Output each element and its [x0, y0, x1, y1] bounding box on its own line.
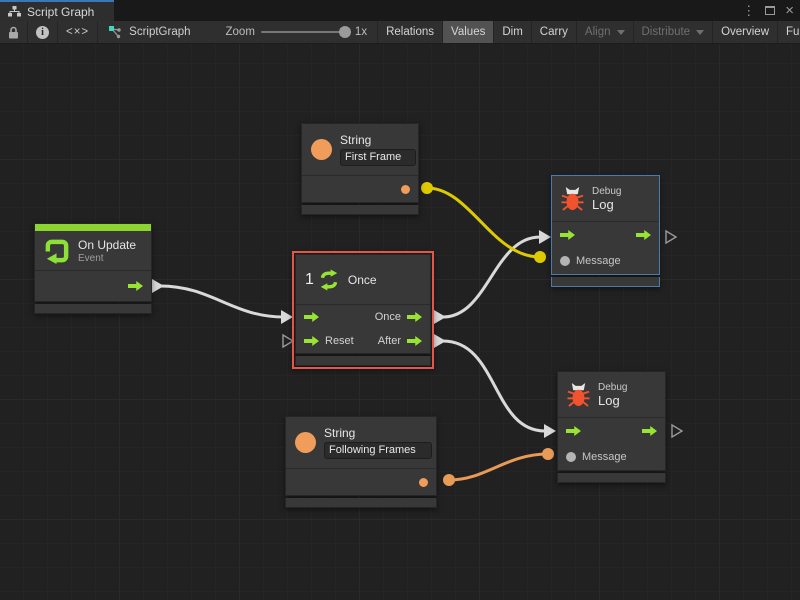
graph-name-label: ScriptGraph [129, 26, 191, 38]
info-icon: i [36, 25, 49, 39]
node-title: Log [592, 197, 614, 212]
port-label-after: After [377, 335, 401, 347]
wire-arrowhead [281, 310, 293, 324]
node-title: Once [347, 272, 377, 287]
node-string-first-frame[interactable]: String [301, 123, 419, 215]
maximize-icon[interactable] [765, 6, 776, 15]
flow-output-after-port[interactable] [407, 336, 422, 346]
tab-title: Script Graph [27, 4, 95, 19]
code-preview-button[interactable]: <×> [58, 21, 99, 43]
debug-bug-icon [567, 383, 590, 407]
port-nub-once-reset[interactable] [282, 333, 295, 349]
lock-button[interactable] [0, 21, 28, 43]
node-title: String [324, 426, 356, 441]
tab-script-graph[interactable]: Script Graph [0, 0, 114, 21]
string-value-input[interactable] [340, 148, 416, 166]
wire-value-firstframe-message[interactable] [426, 186, 541, 259]
port-nub-debugtop-out[interactable] [665, 229, 678, 245]
node-debug-log-bottom[interactable]: Debug Log Message [557, 371, 666, 483]
zoom-label: Zoom [225, 26, 255, 38]
string-type-icon [311, 139, 332, 160]
string-type-icon [295, 432, 316, 453]
chevron-down-icon [696, 29, 705, 35]
node-title: On Update [78, 237, 137, 252]
string-output-port[interactable] [419, 477, 428, 487]
wire-arrowhead [539, 230, 551, 244]
zoom-slider[interactable] [260, 26, 351, 38]
lock-icon [9, 26, 18, 38]
flow-output-once-port[interactable] [407, 312, 422, 322]
port-label-reset: Reset [325, 335, 354, 347]
wire-endpoint [443, 474, 455, 486]
graph-info-section: ScriptGraph Zoom 1x [98, 21, 379, 43]
flow-output-port[interactable] [128, 281, 143, 291]
wire-arrowhead [544, 424, 556, 438]
toolbar-button-fullscreen[interactable]: Full Screen [786, 26, 800, 38]
node-title: Log [598, 393, 620, 408]
toolbar-button-dim[interactable]: Dim [494, 21, 532, 43]
window-menu-icon[interactable]: ⋮ [742, 3, 756, 18]
wire-flow-onupdate-once[interactable] [159, 284, 285, 319]
node-debug-log-top[interactable]: Debug Log Message [551, 175, 660, 287]
flow-output-port[interactable] [642, 426, 657, 436]
toolbar-button-relations[interactable]: Relations [378, 21, 444, 43]
toolbar-button-carry[interactable]: Carry [532, 21, 577, 43]
node-on-update[interactable]: On Update Event [34, 223, 152, 314]
node-once[interactable]: 1 Once Once Reset After [292, 251, 434, 369]
wire-flow-once-debugbottom[interactable] [442, 339, 546, 433]
port-label-message: Message [576, 255, 621, 267]
wire-endpoint [534, 251, 546, 263]
chevron-down-icon [616, 29, 625, 35]
script-graph-icon [109, 25, 121, 38]
wire-endpoint [421, 182, 433, 194]
zoom-slider-handle[interactable] [338, 26, 351, 38]
debug-bug-icon [561, 187, 584, 211]
string-output-port[interactable] [401, 184, 410, 194]
toolbar-button-distribute[interactable]: Distribute [634, 21, 714, 43]
string-value-input[interactable] [324, 441, 432, 459]
zoom-value: 1x [354, 26, 368, 38]
port-nub-onupdate-out[interactable] [152, 279, 164, 293]
title-bar: Script Graph ⋮ × [0, 0, 800, 21]
wire-endpoint [542, 448, 554, 460]
node-string-following-frames[interactable]: String [285, 416, 437, 508]
event-accent-strip [35, 224, 151, 231]
port-label-once: Once [374, 311, 401, 323]
graph-hierarchy-icon [8, 6, 21, 17]
toolbar-button-values[interactable]: Values [443, 21, 495, 43]
toolbar-button-overview[interactable]: Overview [713, 21, 779, 43]
toolbar-button-align[interactable]: Align [577, 21, 634, 43]
port-label-message: Message [582, 451, 627, 463]
on-update-event-icon [45, 239, 69, 264]
node-subtitle: Event [78, 252, 104, 264]
message-input-port[interactable] [566, 452, 576, 462]
flow-input-reset-port[interactable] [304, 336, 319, 346]
flow-input-port[interactable] [304, 312, 319, 322]
close-icon[interactable]: × [785, 2, 794, 19]
port-nub-once-out1[interactable] [434, 310, 446, 324]
once-count: 1 [305, 270, 314, 288]
node-title: String [340, 133, 372, 148]
message-input-port[interactable] [560, 256, 570, 266]
node-kind: Debug [598, 382, 628, 393]
flow-input-port[interactable] [566, 426, 581, 436]
wire-value-followingframes-message[interactable] [448, 452, 549, 482]
code-icon: <×> [66, 26, 90, 38]
port-nub-once-out2[interactable] [434, 334, 446, 348]
wire-flow-once-debugtop[interactable] [442, 235, 541, 319]
node-kind: Debug [592, 186, 622, 197]
info-button[interactable]: i [28, 21, 58, 43]
flow-input-port[interactable] [560, 230, 575, 240]
graph-toolbar: i <×> ScriptGraph Zoom 1x Relations Valu… [0, 21, 800, 44]
graph-canvas[interactable]: String On Update Event [0, 44, 800, 600]
port-nub-debugbottom-out[interactable] [671, 423, 684, 439]
once-cycle-icon [320, 269, 338, 290]
flow-output-port[interactable] [636, 230, 651, 240]
